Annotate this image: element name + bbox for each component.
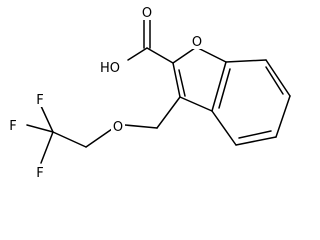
bond-o-ch2	[85, 128, 113, 148]
molecule-diagram: O HO O O F F F	[9, 6, 291, 181]
bond-c7-c6	[265, 59, 291, 97]
bond-c7a-c7	[225, 59, 267, 63]
bond-c3a-c7a	[211, 61, 227, 112]
bond-c2-c3-inner	[178, 69, 186, 97]
bond-c5-c4-inner	[238, 130, 272, 139]
bond-c3-c3a	[179, 96, 213, 112]
molecule-canvas: O HO O O F F F	[9, 6, 291, 181]
bond-c3a-c7a-inner	[218, 68, 231, 109]
atom-label-ether-oxygen: O	[113, 120, 123, 135]
bond-c7-c6-inner	[265, 66, 284, 95]
atom-label-fluorine-left: F	[9, 119, 16, 134]
bond-c2-c3	[172, 62, 181, 98]
bond-c-f-top	[40, 105, 54, 133]
atom-label-carbonyl-oxygen: O	[142, 6, 152, 21]
bond-o1-c7a	[197, 47, 227, 63]
atom-label-fluorine-bottom: F	[36, 166, 43, 181]
atom-label-ring-oxygen: O	[192, 35, 202, 50]
bond-c5-c4	[235, 136, 277, 146]
bond-c2-ccarboxyl	[146, 47, 174, 64]
bond-c-f-bottom	[40, 131, 54, 164]
bond-c-oh	[127, 47, 148, 61]
bond-ch2-cf3	[52, 131, 87, 148]
bond-ch2-o	[124, 124, 158, 129]
bond-c2-o1	[172, 47, 196, 64]
bond-c6-c5	[275, 95, 291, 138]
bond-c4-c3a	[211, 110, 237, 146]
atom-label-hydroxyl: HO	[100, 61, 120, 76]
atom-label-fluorine-top: F	[36, 93, 43, 108]
bond-c-f-left	[26, 124, 54, 133]
bond-c3-ch2	[156, 96, 181, 129]
